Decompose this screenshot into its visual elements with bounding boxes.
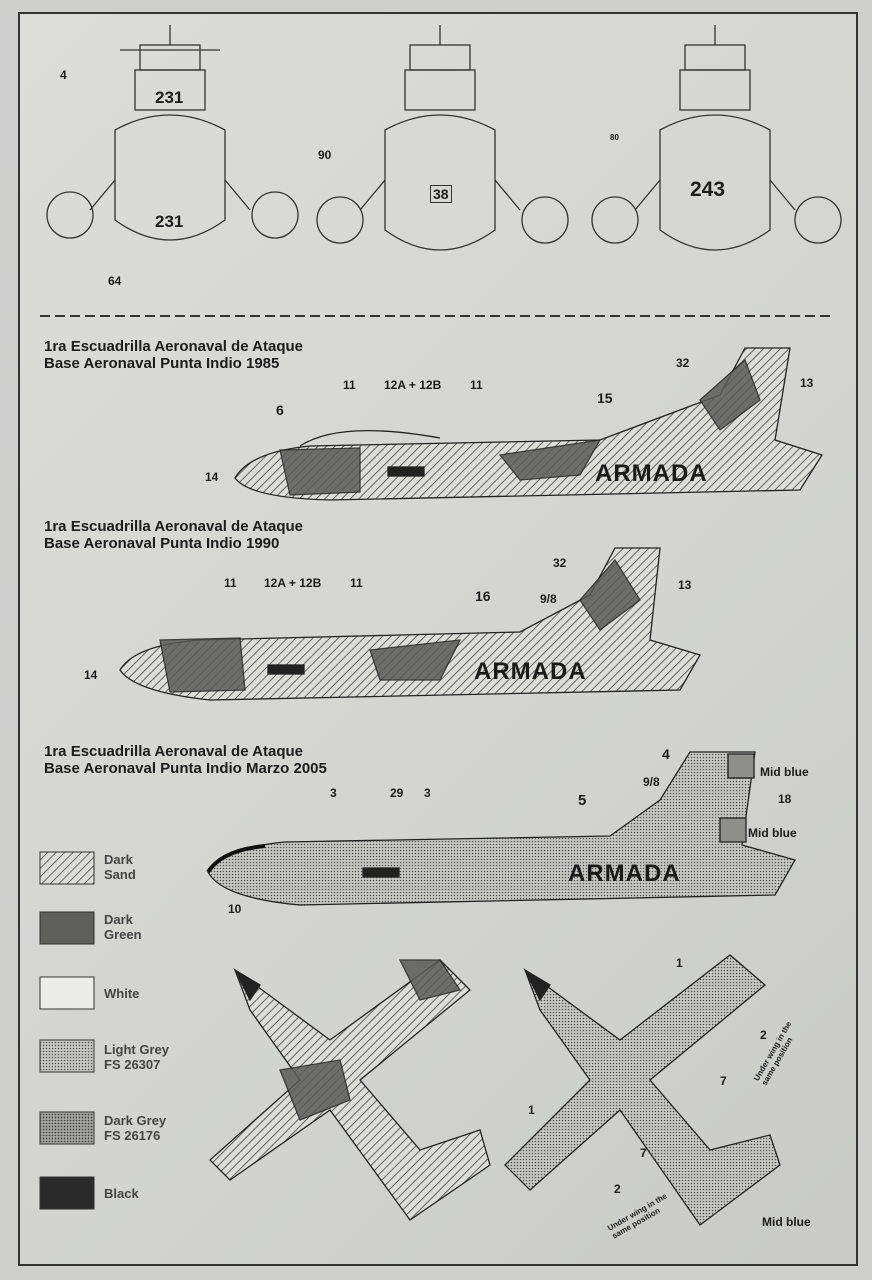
helicopter-front-1 [46,25,299,241]
jet-side-2005 [206,751,796,906]
callout: 80 [610,133,619,142]
legend-label: FS 26176 [104,1128,161,1143]
callout: 1 [676,956,683,970]
title-line: Base Aeronaval Punta Indio Marzo 2005 [44,760,327,777]
callout: 11 [343,378,356,392]
jet-side-1990 [119,547,701,701]
callout: 1 [528,1103,535,1117]
legend-label: Dark [104,912,133,927]
helicopter-front-2 [316,25,569,251]
legend-swatch-white [39,976,95,1010]
title-line: Base Aeronaval Punta Indio 1990 [44,535,280,552]
callout: 9/8 [540,592,557,606]
callout: 6 [276,402,284,418]
title-line: 1ra Escuadrilla Aeronaval de Ataque [44,518,303,535]
jet-planform-camo [209,959,491,1221]
callout: 13 [678,578,692,592]
callout: 64 [108,274,122,288]
legend-label: Dark [104,852,133,867]
callout: 4 [662,746,670,762]
callout: 2 [760,1028,767,1042]
armada-marking: ARMADA [595,460,708,487]
scheme-title-1985: 1ra Escuadrilla Aeronaval de Ataque Base… [44,338,303,372]
serial-number: 231 [155,212,184,231]
callout: 9/8 [643,775,660,789]
callout: 11 [224,576,237,590]
legend-label: White [104,986,140,1001]
callout: 5 [578,792,587,809]
callout: 11 [350,576,363,590]
title-line: 1ra Escuadrilla Aeronaval de Ataque [44,338,303,355]
callout: 29 [390,786,404,800]
callout: 10 [228,902,242,916]
title-line: Base Aeronaval Punta Indio 1985 [44,355,280,372]
scheme-title-1990: 1ra Escuadrilla Aeronaval de Ataque Base… [44,518,303,552]
serial-number: 231 [155,88,184,107]
legend-label: Light Grey [104,1042,170,1057]
legend-swatch-black [39,1176,95,1210]
callout: 12A + 12B [264,576,322,590]
callout-mid-blue: Mid blue [760,765,809,779]
legend-swatch-light-grey [39,1039,95,1073]
callout: 16 [475,588,491,604]
serial-number: 38 [430,185,452,203]
callout: 11 [470,378,483,392]
callout: 90 [318,148,332,162]
armada-marking: ARMADA [474,658,587,685]
jet-side-1985 [234,347,823,501]
callout: 32 [553,556,567,570]
callout: 14 [205,470,219,484]
legend-label: Dark Grey [104,1113,167,1128]
legend-white: White [104,986,139,1001]
callout: 7 [720,1074,727,1088]
legend-label: Green [104,927,142,942]
callout: 13 [800,376,814,390]
callout: 12A + 12B [384,378,442,392]
serial-number: 243 [690,178,726,201]
callout: 32 [676,356,690,370]
callout-mid-blue: Mid blue [762,1215,811,1229]
legend-swatch-dark-green [39,911,95,945]
legend-label: FS 26307 [104,1057,161,1072]
callout: 7 [640,1146,647,1160]
callout: 15 [597,390,613,406]
legend-swatch-dark-sand [39,851,95,885]
armada-marking: ARMADA [568,860,681,887]
legend-label: Black [104,1186,139,1201]
callout: 14 [84,668,98,682]
scheme-title-2005: 1ra Escuadrilla Aeronaval de Ataque Base… [44,743,327,777]
callout: 3 [330,786,337,800]
jet-planform-grey [504,954,781,1226]
legend-swatch-dark-grey [39,1111,95,1145]
helicopter-front-3 [591,25,842,251]
callout: 3 [424,786,431,800]
callout-mid-blue: Mid blue [748,826,797,840]
callout: 18 [778,792,792,806]
callout: 4 [60,68,67,82]
legend-label: Sand [104,867,136,882]
legend-black: Black [104,1186,139,1201]
title-line: 1ra Escuadrilla Aeronaval de Ataque [44,743,303,760]
callout: 2 [614,1182,621,1196]
